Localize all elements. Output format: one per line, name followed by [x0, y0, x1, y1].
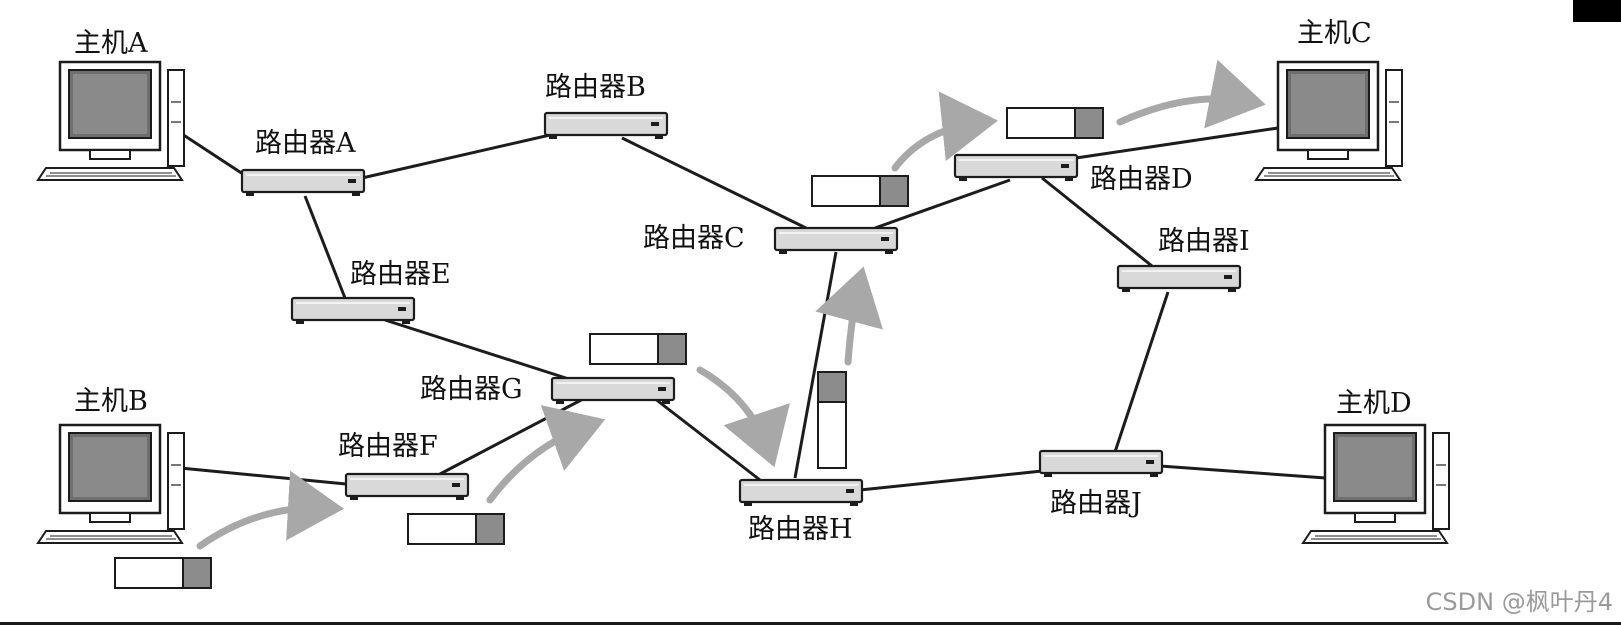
host-a-label: 主机A: [74, 28, 148, 59]
router-c-label: 路由器C: [643, 223, 745, 254]
router-a-label: 路由器A: [255, 128, 356, 159]
router-a-device: [240, 168, 366, 198]
watermark: CSDN @枫叶丹4: [1425, 588, 1613, 616]
router-f-label: 路由器F: [338, 431, 438, 462]
router-i-device: [1116, 264, 1242, 294]
router-h-label: 路由器H: [748, 514, 853, 545]
flow-arrow-router-f-to-router-g: [486, 405, 606, 504]
flow-arrow-router-g-to-router-h: [696, 366, 790, 468]
link-router-d-host-c: [1075, 126, 1279, 160]
links: [179, 126, 1327, 492]
flow-arrow-router-h-to-router-c: [815, 266, 884, 366]
router-b-device: [543, 111, 669, 141]
flow-arrow-host-b-to-router-f: [196, 470, 344, 550]
link-router-a-router-e: [303, 195, 347, 299]
packet-above-router-d: [1006, 107, 1104, 139]
router-h-device: [738, 478, 864, 508]
link-router-e-router-g: [384, 318, 573, 382]
link-router-j-router-i: [1113, 291, 1170, 453]
packet-near-host-b: [114, 557, 212, 589]
host-b-label: 主机B: [74, 386, 148, 417]
host-d-computer-icon: [1301, 423, 1451, 545]
link-host-a-router-a: [181, 132, 247, 178]
flow-arrow-router-c-to-router-d: [891, 91, 998, 172]
host-c-label: 主机C: [1297, 18, 1372, 49]
host-d-label: 主机D: [1336, 388, 1412, 419]
router-f-device: [344, 472, 470, 502]
router-e-device: [290, 296, 416, 326]
host-a-computer-icon: [36, 60, 186, 182]
packet-at-router-g: [589, 333, 687, 365]
router-j-label: 路由器J: [1050, 488, 1142, 519]
router-d-device: [953, 153, 1079, 183]
host-b-computer-icon: [36, 423, 186, 545]
link-router-b-router-c: [621, 136, 807, 230]
corner-mark: [1573, 0, 1621, 22]
packet-between-router-h-and-c: [817, 371, 847, 469]
packet-after-router-f: [407, 513, 505, 545]
bottom-rule: [0, 622, 1621, 625]
router-d-label: 路由器D: [1090, 164, 1193, 195]
flow-arrow-router-d-to-host-c: [1116, 59, 1266, 129]
link-router-c-router-d: [874, 178, 1011, 230]
link-host-b-router-f: [179, 466, 347, 486]
link-router-h-router-j: [859, 469, 1043, 492]
link-router-a-router-b: [361, 133, 551, 180]
packet-above-router-c: [811, 175, 909, 207]
router-c-device: [773, 226, 899, 256]
link-router-d-router-i: [1041, 176, 1153, 268]
router-g-device: [550, 376, 676, 406]
packet-flow-arrows: [196, 59, 1266, 550]
router-g-label: 路由器G: [420, 374, 523, 405]
router-j-device: [1038, 449, 1164, 479]
router-e-label: 路由器E: [350, 259, 451, 290]
link-router-j-host-d: [1159, 464, 1327, 480]
router-i-label: 路由器I: [1158, 226, 1250, 257]
host-c-computer-icon: [1254, 60, 1404, 182]
router-b-label: 路由器B: [545, 72, 646, 103]
